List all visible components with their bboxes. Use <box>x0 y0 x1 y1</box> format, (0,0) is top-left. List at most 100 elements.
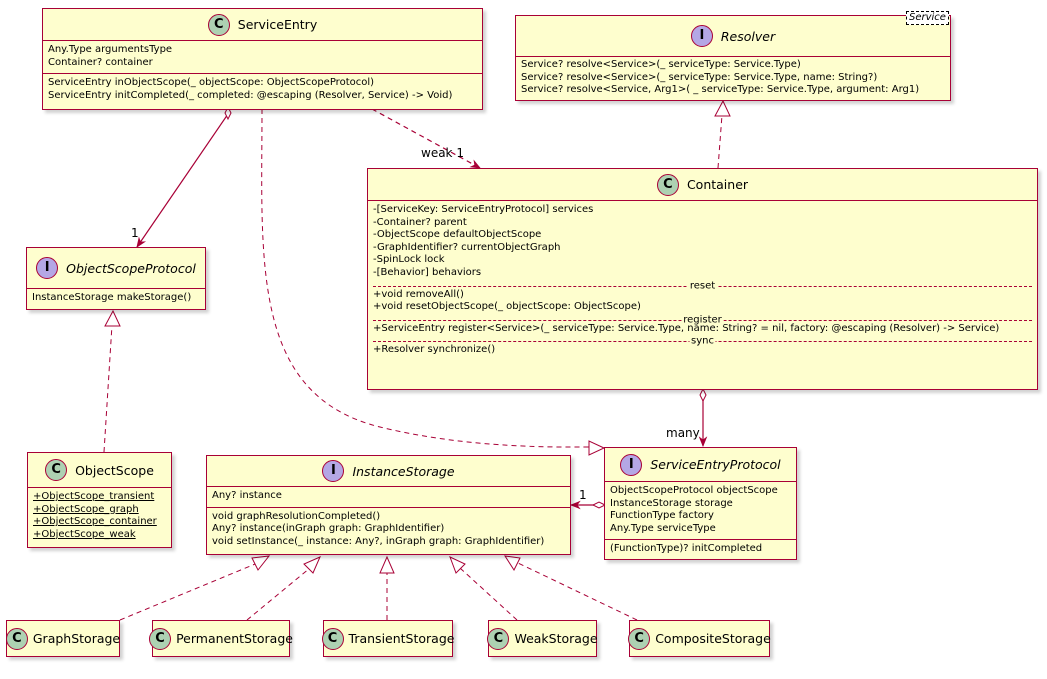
service-entry-methods: ServiceEntry inObjectScope(_ objectScope… <box>43 73 482 106</box>
instance-storage-fields: Any? instance <box>207 486 570 507</box>
interface-icon: I <box>36 257 59 279</box>
field: InstanceStorage storage <box>610 497 733 509</box>
object-scope-fields: +ObjectScope_transient +ObjectScope_grap… <box>28 487 171 545</box>
class-icon: C <box>628 627 651 650</box>
method: ServiceEntry inObjectScope(_ objectScope… <box>48 77 375 89</box>
weak-storage-class[interactable]: C WeakStorage <box>487 620 598 657</box>
edge-label-many: many <box>666 426 700 440</box>
realization-triangle-resolver <box>714 99 731 117</box>
container-header: C Container <box>368 169 1037 200</box>
field: Container? container <box>48 56 153 68</box>
composite-storage-class[interactable]: C CompositeStorage <box>628 620 771 657</box>
service-entry-class[interactable]: C ServiceEntry Any.Type argumentsType Co… <box>42 8 483 110</box>
aggregation-diamond-serviceentry <box>224 105 232 121</box>
service-entry-protocol-header: I ServiceEntryProtocol <box>605 448 796 481</box>
class-icon: C <box>656 173 679 196</box>
class-icon: C <box>149 627 172 650</box>
method: +ServiceEntry register<Service>(_ servic… <box>373 322 1000 334</box>
aggregation-diamond-serviceentryprotocol <box>591 501 607 509</box>
realization-triangle-serviceentryprotocol <box>588 440 606 456</box>
container-class[interactable]: C Container -[ServiceKey: ServiceEntryPr… <box>367 168 1038 390</box>
resolver-template-param: Service <box>906 11 949 25</box>
aggregation-diamond-container <box>699 387 707 403</box>
method: Service? resolve<Service, Arg1>( _ servi… <box>521 84 920 96</box>
method: +void resetObjectScope(_ objectScope: Ob… <box>373 301 641 313</box>
field: -GraphIdentifier? currentObjectGraph <box>373 241 561 253</box>
container-fields: -[ServiceKey: ServiceEntryProtocol] serv… <box>368 200 1037 357</box>
weak-storage-title: WeakStorage <box>514 631 598 646</box>
object-scope-title: ObjectScope <box>75 462 154 478</box>
weak-storage-header: C WeakStorage <box>487 621 598 656</box>
instance-storage-methods: void graphResolutionCompleted() Any? ins… <box>207 506 570 553</box>
method: Service? resolve<Service>(_ serviceType:… <box>521 59 801 70</box>
edge-objectscope-objectscopeprotocol <box>103 324 113 453</box>
object-scope-protocol-interface[interactable]: I ObjectScopeProtocol InstanceStorage ma… <box>26 247 206 310</box>
field: -[Behavior] behaviors <box>373 266 482 278</box>
object-scope-protocol-header: I ObjectScopeProtocol <box>27 248 205 288</box>
method: ServiceEntry initCompleted(_ completed: … <box>48 89 453 101</box>
transient-storage-class[interactable]: C TransientStorage <box>321 620 455 657</box>
edge-label-scope-multiplicity: 1 <box>131 226 139 240</box>
section-divider-sync: sync <box>373 336 1032 347</box>
class-icon: C <box>487 627 510 650</box>
class-icon: C <box>45 459 68 481</box>
static-field: +ObjectScope_transient <box>33 491 155 502</box>
realization-triangle-objectscopeprotocol <box>104 309 121 327</box>
permanent-storage-title: PermanentStorage <box>176 631 293 646</box>
instance-storage-interface[interactable]: I InstanceStorage Any? instance void gra… <box>206 455 571 555</box>
field: -ObjectScope defaultObjectScope <box>373 229 542 241</box>
service-entry-title: ServiceEntry <box>237 17 318 32</box>
method: InstanceStorage makeStorage() <box>32 292 192 303</box>
method: void graphResolutionCompleted() <box>212 510 381 522</box>
graph-storage-class[interactable]: C GraphStorage <box>5 620 121 657</box>
static-field: +ObjectScope_container <box>33 516 157 528</box>
transient-storage-header: C TransientStorage <box>321 621 455 656</box>
class-icon: C <box>207 13 230 36</box>
composite-storage-title: CompositeStorage <box>655 631 771 646</box>
method: +Resolver synchronize() <box>373 344 496 356</box>
interface-icon: I <box>690 25 713 47</box>
method: void setInstance(_ instance: Any?, inGra… <box>212 535 545 547</box>
section-divider-register: register <box>373 315 1032 326</box>
service-entry-protocol-title: ServiceEntryProtocol <box>650 457 781 472</box>
service-entry-header: C ServiceEntry <box>43 9 482 40</box>
class-icon: C <box>321 627 344 650</box>
resolver-title: Resolver <box>720 28 776 44</box>
resolver-methods: Service? resolve<Service>(_ serviceType:… <box>516 56 950 101</box>
field: Any.Type serviceType <box>610 522 716 534</box>
graph-storage-title: GraphStorage <box>32 631 121 646</box>
static-field: +ObjectScope_graph <box>33 503 139 515</box>
edge-label-storage-multiplicity: 1 <box>579 488 587 502</box>
field: Any.Type argumentsType <box>48 44 173 55</box>
permanent-storage-class[interactable]: C PermanentStorage <box>149 620 293 657</box>
object-scope-class[interactable]: C ObjectScope +ObjectScope_transient +Ob… <box>27 452 172 548</box>
field: FunctionType factory <box>610 510 714 522</box>
container-title: Container <box>686 177 749 192</box>
resolver-header: I Resolver <box>516 16 950 56</box>
field: -Container? parent <box>373 216 467 228</box>
service-entry-protocol-interface[interactable]: I ServiceEntryProtocol ObjectScopeProtoc… <box>604 447 797 560</box>
edge-container-resolver <box>717 114 723 169</box>
class-icon: C <box>5 627 28 650</box>
static-field: +ObjectScope_weak <box>33 528 136 540</box>
service-entry-protocol-fields: ObjectScopeProtocol objectScope Instance… <box>605 481 796 539</box>
storage-realization-edges <box>119 555 638 621</box>
field: ObjectScopeProtocol objectScope <box>610 485 778 496</box>
section-label: sync <box>689 335 716 347</box>
resolver-interface[interactable]: I Resolver Service? resolve<Service>(_ s… <box>515 15 951 101</box>
service-entry-protocol-methods: (FunctionType)? initCompleted <box>605 539 796 560</box>
method: +void removeAll() <box>373 288 464 300</box>
method: (FunctionType)? initCompleted <box>610 543 763 555</box>
instance-storage-title: InstanceStorage <box>352 463 455 479</box>
section-label: register <box>681 314 724 326</box>
object-scope-protocol-methods: InstanceStorage makeStorage() <box>27 288 205 309</box>
method: Service? resolve<Service>(_ serviceType:… <box>521 71 878 83</box>
section-divider-reset: reset <box>373 281 1032 292</box>
composite-storage-header: C CompositeStorage <box>628 621 771 656</box>
field: -[ServiceKey: ServiceEntryProtocol] serv… <box>373 204 594 215</box>
transient-storage-title: TransientStorage <box>348 631 455 646</box>
graph-storage-header: C GraphStorage <box>5 621 121 656</box>
object-scope-header: C ObjectScope <box>28 453 171 487</box>
edge-label-weak: weak 1 <box>421 146 464 160</box>
